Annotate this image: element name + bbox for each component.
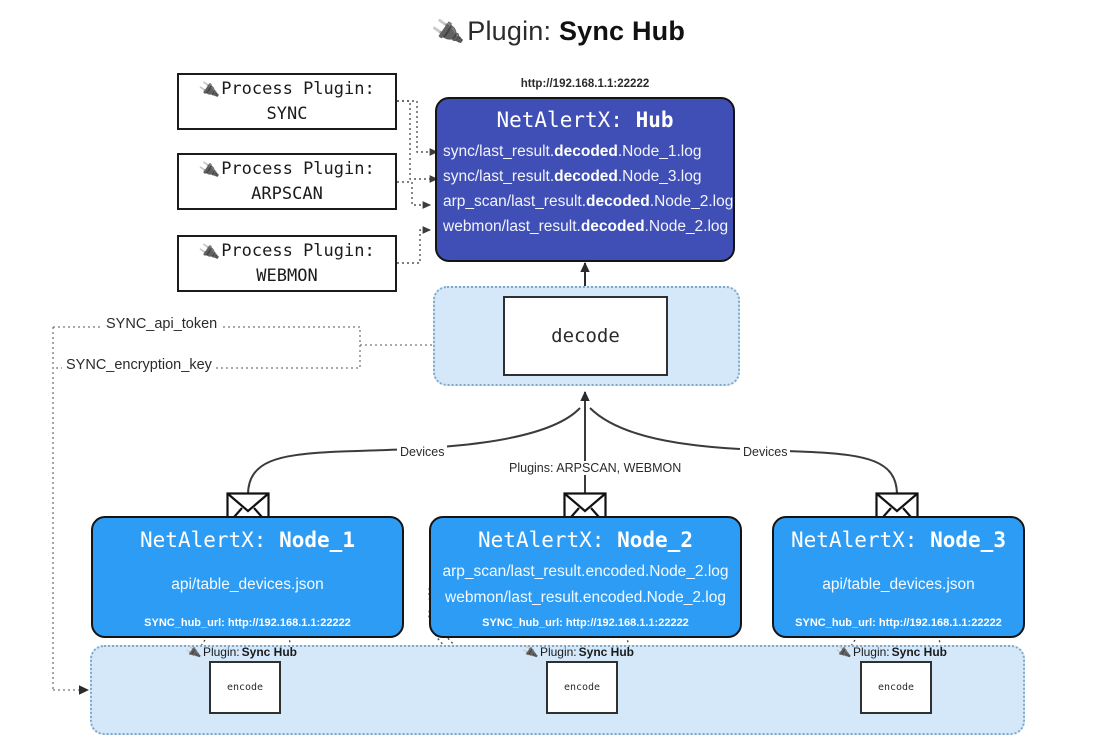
plug-icon: 🔌 — [429, 15, 466, 49]
node-lines: api/table_devices.json — [93, 552, 402, 617]
node-footer: SYNC_hub_url: http://192.168.1.1:22222 — [795, 617, 1002, 629]
encoder-plugin-label-1: 🔌Plugin: Sync Hub — [184, 643, 297, 661]
node-footer: SYNC_hub_url: http://192.168.1.1:22222 — [144, 617, 351, 629]
hub-title-prefix: NetAlertX: — [496, 108, 623, 132]
node-lines: arp_scan/last_result.encoded.Node_2.log … — [431, 552, 740, 617]
edge-sync-plugin-to-hub-2 — [397, 100, 438, 183]
node-title: NetAlertX: Node_3 — [791, 528, 1006, 552]
process-plugin-webmon[interactable]: 🔌Process Plugin: WEBMON — [177, 235, 397, 292]
process-plugin-label: Process Plugin: — [221, 158, 375, 179]
encoder-plugin-label-2: 🔌Plugin: Sync Hub — [521, 643, 634, 661]
process-plugin-sync[interactable]: 🔌Process Plugin: SYNC — [177, 73, 397, 130]
hub-url-label: http://192.168.1.1:22222 — [520, 78, 650, 90]
hub-logline: sync/last_result.decoded.Node_3.log — [443, 168, 702, 186]
hub-title: NetAlertX: Hub — [437, 108, 733, 132]
netalertx-node-1[interactable]: NetAlertX: Node_1 api/table_devices.json… — [91, 516, 404, 638]
node-line: arp_scan/last_result.encoded.Node_2.log — [442, 562, 729, 580]
process-plugin-label: Process Plugin: — [221, 240, 375, 261]
edge-webmon-plugin-to-hub — [397, 226, 431, 264]
plug-icon: 🔌 — [184, 643, 203, 661]
page-title: 🔌Plugin: Sync Hub — [0, 15, 1117, 49]
node-title: NetAlertX: Node_1 — [140, 528, 355, 552]
encode-label: encode — [877, 682, 915, 693]
process-plugin-name: ARPSCAN — [251, 183, 323, 204]
plug-icon: 🔌 — [197, 77, 221, 101]
hub-title-name: Hub — [635, 108, 674, 132]
node-line: api/table_devices.json — [171, 575, 324, 593]
page-title-prefix: Plugin: — [467, 16, 552, 46]
node-line: api/table_devices.json — [822, 575, 975, 593]
secret-label-api-token: SYNC_api_token — [102, 316, 222, 332]
plug-icon: 🔌 — [197, 239, 221, 263]
encode-label: encode — [563, 682, 601, 693]
decode-label: decode — [551, 325, 620, 347]
encode-label: encode — [226, 682, 264, 693]
edge-label-devices-left: Devices — [397, 445, 448, 459]
edge-label-plugins-center: Plugins: ARPSCAN, WEBMON — [506, 461, 685, 475]
page-title-name: Sync Hub — [558, 16, 686, 46]
process-plugin-name: WEBMON — [256, 265, 318, 286]
encode-box-2[interactable]: encode — [546, 661, 618, 714]
hub-logline: sync/last_result.decoded.Node_1.log — [443, 143, 702, 160]
encode-box-1[interactable]: encode — [209, 661, 281, 714]
encoder-plugin-label-3: 🔌Plugin: Sync Hub — [834, 643, 947, 661]
node-line: webmon/last_result.encoded.Node_2.log — [445, 588, 726, 606]
node-lines: api/table_devices.json — [774, 552, 1023, 617]
node-title: NetAlertX: Node_2 — [478, 528, 693, 552]
hub-logline: arp_scan/last_result.decoded.Node_2.log — [443, 193, 734, 211]
process-plugin-arpscan[interactable]: 🔌Process Plugin: ARPSCAN — [177, 153, 397, 210]
hub-loglines: sync/last_result.decoded.Node_1.log sync… — [437, 139, 733, 239]
encode-box-3[interactable]: encode — [860, 661, 932, 714]
hub-node[interactable]: NetAlertX: Hub sync/last_result.decoded.… — [435, 97, 735, 262]
plug-icon: 🔌 — [834, 643, 853, 661]
edge-arpscan-plugin-to-hub — [397, 181, 431, 209]
secret-label-encryption-key: SYNC_encryption_key — [62, 357, 216, 373]
netalertx-node-3[interactable]: NetAlertX: Node_3 api/table_devices.json… — [772, 516, 1025, 638]
hub-logline: webmon/last_result.decoded.Node_2.log — [443, 218, 729, 236]
edge-label-devices-right: Devices — [740, 445, 791, 459]
netalertx-node-2[interactable]: NetAlertX: Node_2 arp_scan/last_result.e… — [429, 516, 742, 638]
node-footer: SYNC_hub_url: http://192.168.1.1:22222 — [482, 617, 689, 629]
process-plugin-label: Process Plugin: — [221, 78, 375, 99]
plug-icon: 🔌 — [197, 157, 221, 181]
plug-icon: 🔌 — [521, 643, 540, 661]
process-plugin-name: SYNC — [266, 103, 308, 124]
decode-box[interactable]: decode — [503, 296, 668, 376]
edge-sync-plugin-to-hub — [397, 100, 438, 156]
